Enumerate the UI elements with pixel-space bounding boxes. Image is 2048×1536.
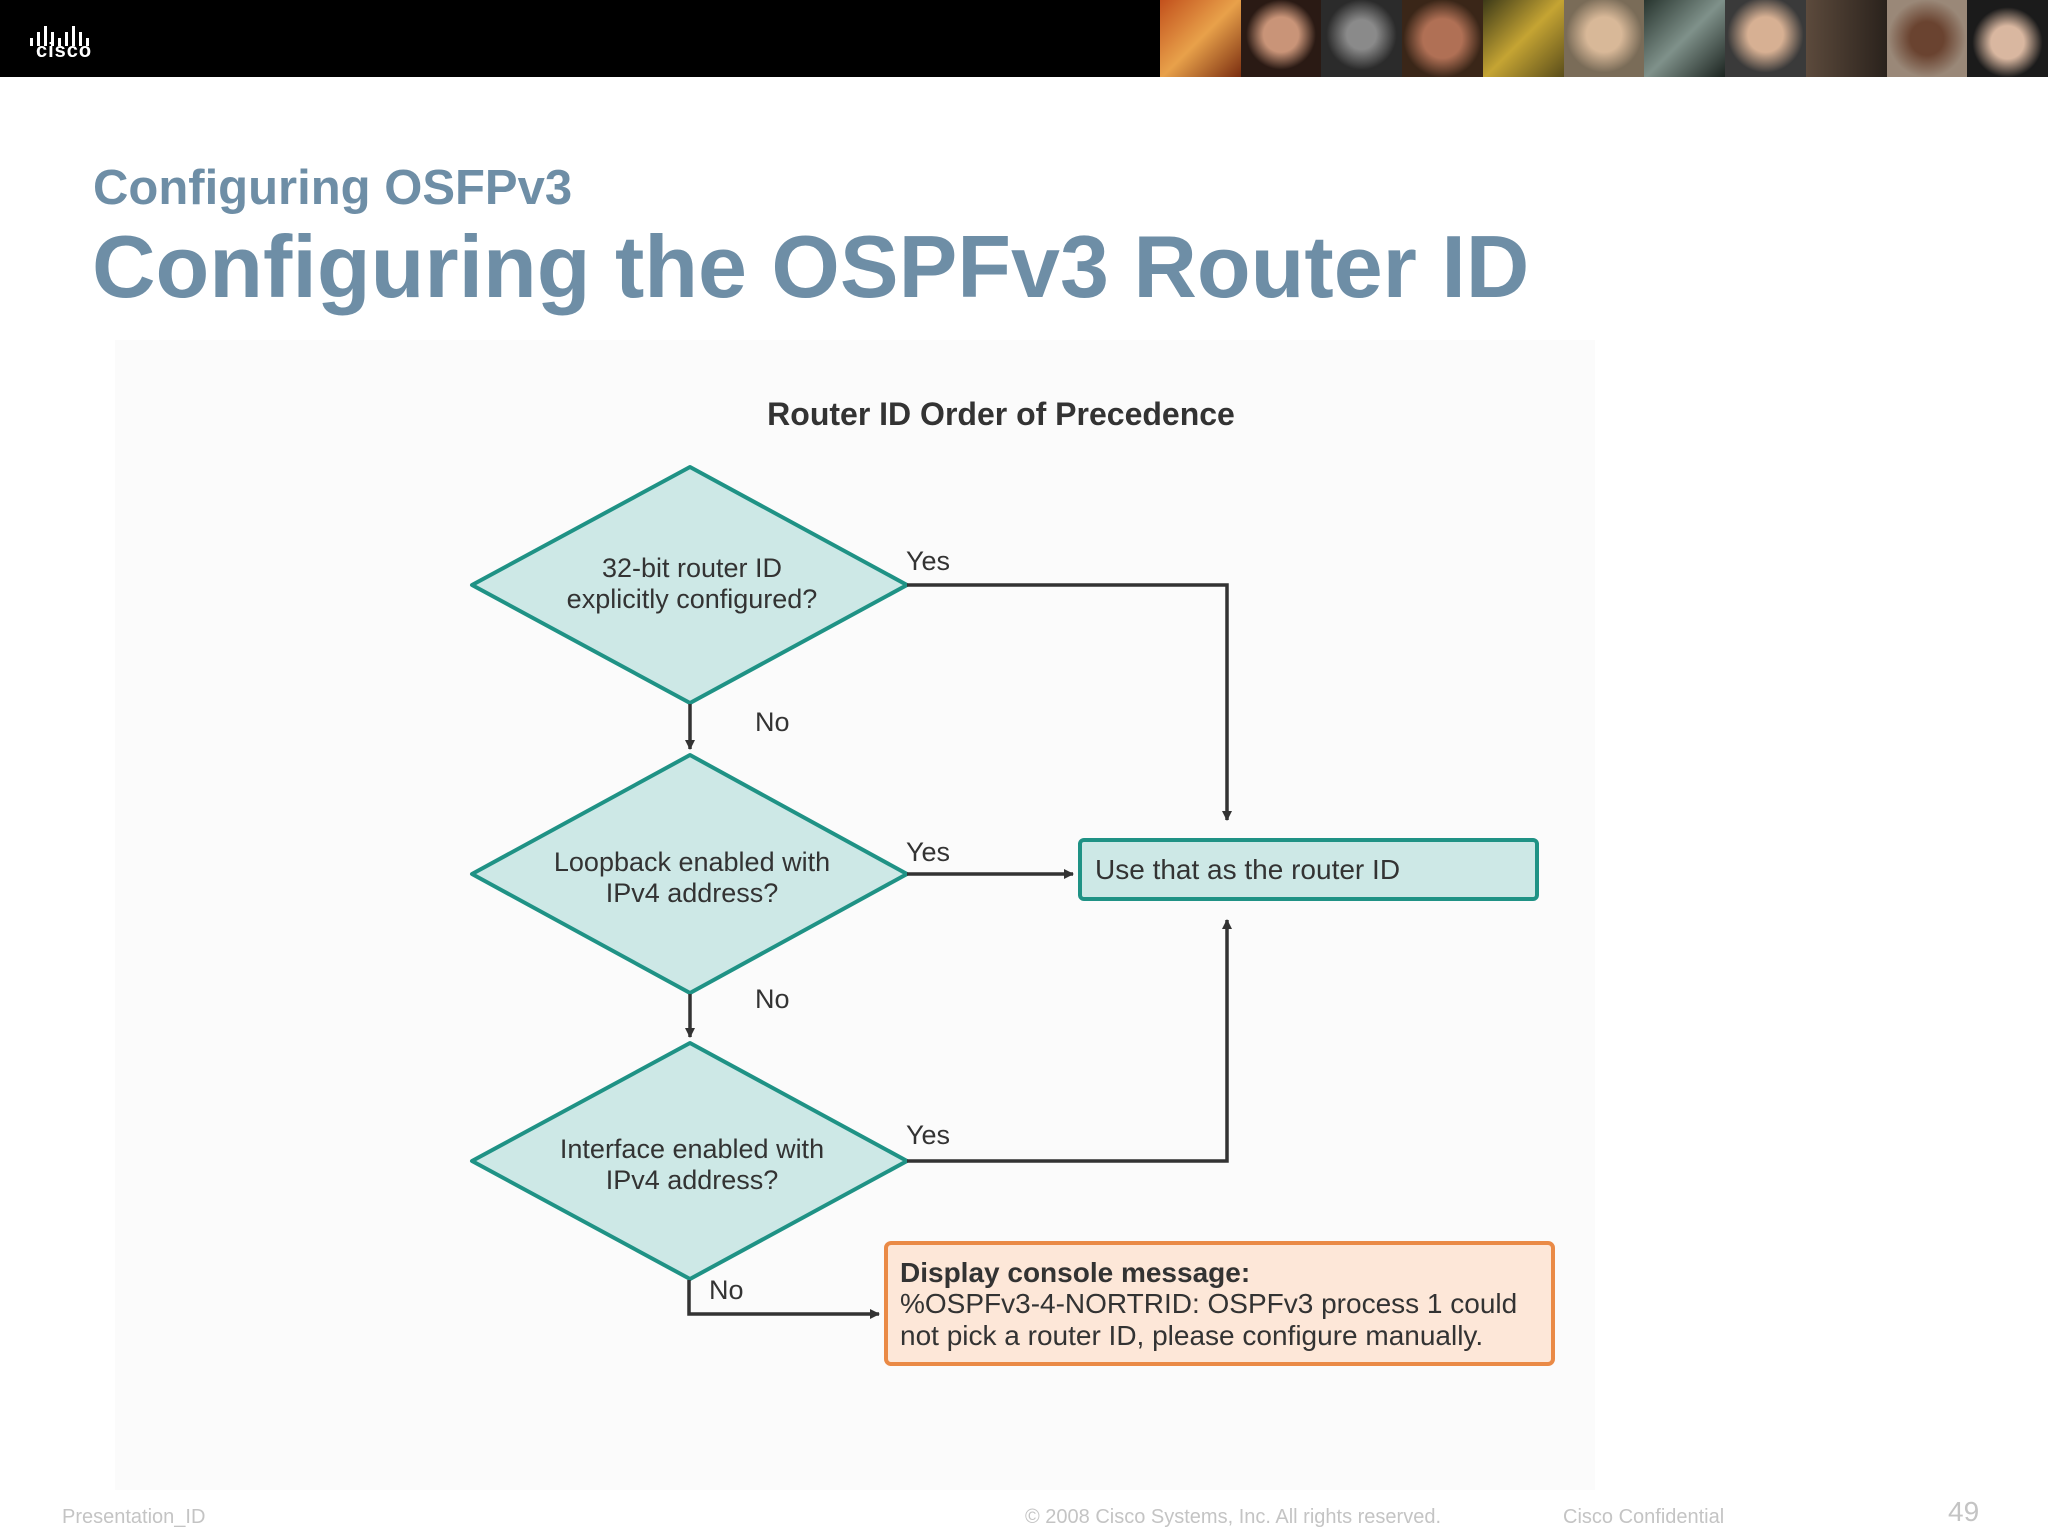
decision-diamond bbox=[470, 753, 909, 995]
arrow-decision3-no bbox=[687, 1280, 880, 1319]
decision-text-line2: IPv4 address? bbox=[606, 1165, 779, 1195]
arrow-decision1-yes bbox=[907, 583, 1232, 821]
banner-photo bbox=[1725, 0, 1806, 77]
label-yes-2: Yes bbox=[906, 837, 950, 867]
cisco-logo-text: cisco bbox=[36, 40, 93, 62]
result-box-rect bbox=[1078, 838, 1539, 901]
footer-presentation-id: Presentation_ID bbox=[62, 1506, 206, 1528]
banner-photo bbox=[1321, 0, 1403, 77]
banner-photo bbox=[1886, 0, 1968, 77]
decision-diamond bbox=[470, 465, 909, 705]
decision-text-line1: Loopback enabled with bbox=[554, 847, 830, 877]
decision-text-line2: explicitly configured? bbox=[567, 584, 818, 614]
console-box-line1: %OSPFv3-4-NORTRID: OSPFv3 process 1 coul… bbox=[900, 1288, 1517, 1319]
decision-loopback-enabled: Loopback enabled with IPv4 address? bbox=[470, 753, 909, 995]
label-no-2: No bbox=[755, 984, 790, 1014]
result-box-text: Use that as the router ID bbox=[1095, 854, 1400, 885]
label-no-3: No bbox=[709, 1275, 744, 1305]
photo-strip bbox=[1160, 0, 2048, 77]
decision-text-line2: IPv4 address? bbox=[606, 878, 779, 908]
console-box-line2: not pick a router ID, please configure m… bbox=[900, 1320, 1483, 1351]
decision-interface-enabled: Interface enabled with IPv4 address? bbox=[470, 1041, 909, 1281]
console-box-rect bbox=[884, 1241, 1555, 1366]
footer-confidential: Cisco Confidential bbox=[1563, 1506, 1725, 1528]
slide-subtitle: Configuring OSFPv3 bbox=[93, 161, 573, 215]
result-box: Use that as the router ID bbox=[1078, 838, 1539, 901]
label-yes-3: Yes bbox=[906, 1120, 950, 1150]
decision-router-id-configured: 32-bit router ID explicitly configured? bbox=[470, 465, 909, 705]
banner-photo bbox=[1482, 0, 1564, 77]
arrow-decision3-yes bbox=[907, 919, 1232, 1163]
decision-text-line1: 32-bit router ID bbox=[602, 553, 782, 583]
cisco-logo-bars bbox=[30, 26, 89, 46]
console-message-box: Display console message: %OSPFv3-4-NORTR… bbox=[884, 1241, 1555, 1366]
diagram-heading: Router ID Order of Precedence bbox=[767, 396, 1235, 432]
banner-photo bbox=[1240, 0, 1322, 77]
banner-photo bbox=[1967, 0, 2048, 77]
slide-title: Configuring the OSPFv3 Router ID bbox=[92, 217, 1530, 316]
banner-photo bbox=[1402, 0, 1483, 77]
footer-copyright: © 2008 Cisco Systems, Inc. All rights re… bbox=[1025, 1506, 1442, 1528]
console-box-title: Display console message: bbox=[900, 1257, 1250, 1288]
label-yes-1: Yes bbox=[906, 546, 950, 576]
banner-photo bbox=[1805, 0, 1887, 77]
decision-text-line1: Interface enabled with bbox=[560, 1134, 824, 1164]
top-banner: cisco bbox=[0, 0, 2048, 77]
decision-diamond bbox=[470, 1041, 909, 1281]
banner-photo bbox=[1644, 0, 1726, 77]
banner-photo bbox=[1563, 0, 1645, 77]
banner-photo bbox=[1160, 0, 1241, 77]
label-no-1: No bbox=[755, 707, 790, 737]
page-number: 49 bbox=[1948, 1496, 1980, 1527]
